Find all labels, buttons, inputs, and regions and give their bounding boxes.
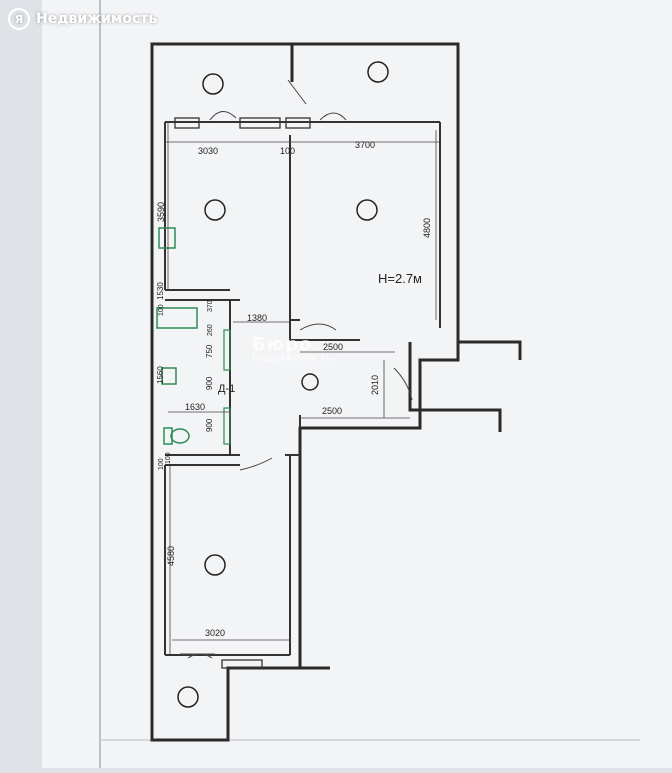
dim-top-right: 3700 xyxy=(355,140,375,150)
dim-bath-a: 100 xyxy=(158,304,165,316)
dim-hall-vertical: 2010 xyxy=(370,375,380,395)
center-watermark-small: Недвижимость xyxy=(252,353,332,364)
dim-bath-d: 750 xyxy=(205,344,214,358)
center-watermark: Бюро Недвижимость xyxy=(252,334,331,364)
dim-bath-f: 900 xyxy=(205,376,214,390)
dim-top-left: 3030 xyxy=(198,146,218,156)
dim-bath-b: 370 xyxy=(207,300,214,312)
window-marks xyxy=(174,117,311,669)
dim-top-gap: 100 xyxy=(280,146,295,156)
dim-wall-b: 100 xyxy=(165,452,172,464)
paper-sheet xyxy=(42,0,672,768)
dim-bath-width: 1630 xyxy=(185,402,205,412)
dim-bath-top: 1530 xyxy=(156,282,165,300)
dim-bottom-vertical: 4580 xyxy=(166,546,176,566)
ceiling-height-label: H=2.7м xyxy=(378,271,422,286)
door-label: Д-1 xyxy=(218,383,235,395)
dim-right-vertical: 4800 xyxy=(422,218,432,238)
plumbing-fixtures xyxy=(156,227,231,445)
watermark-text: Недвижимость xyxy=(36,11,158,27)
door-swings xyxy=(180,79,413,659)
dim-bath-e: 1560 xyxy=(156,366,165,384)
watermark: Я Недвижимость xyxy=(8,8,157,30)
dim-left-room: 3590 xyxy=(156,202,166,222)
dimension-lines xyxy=(165,122,440,655)
dim-bath-g: 900 xyxy=(205,418,214,432)
ceiling-light-circles xyxy=(177,61,389,708)
outer-walls xyxy=(150,42,522,742)
dim-wall-a: 100 xyxy=(158,458,165,470)
dim-bottom-width: 3020 xyxy=(205,628,225,638)
center-watermark-big: Бюро xyxy=(252,334,313,355)
dim-door-step: 1380 xyxy=(247,313,267,323)
dim-hall-top: 2500 xyxy=(323,342,343,352)
inner-walls xyxy=(164,121,441,656)
dim-bath-c: 260 xyxy=(207,324,214,336)
watermark-logo: Я xyxy=(8,8,30,30)
dim-hall-bottom: 2500 xyxy=(322,406,342,416)
dimension-labels: 3030 100 3700 4800 3590 1530 100 370 260… xyxy=(156,140,432,638)
